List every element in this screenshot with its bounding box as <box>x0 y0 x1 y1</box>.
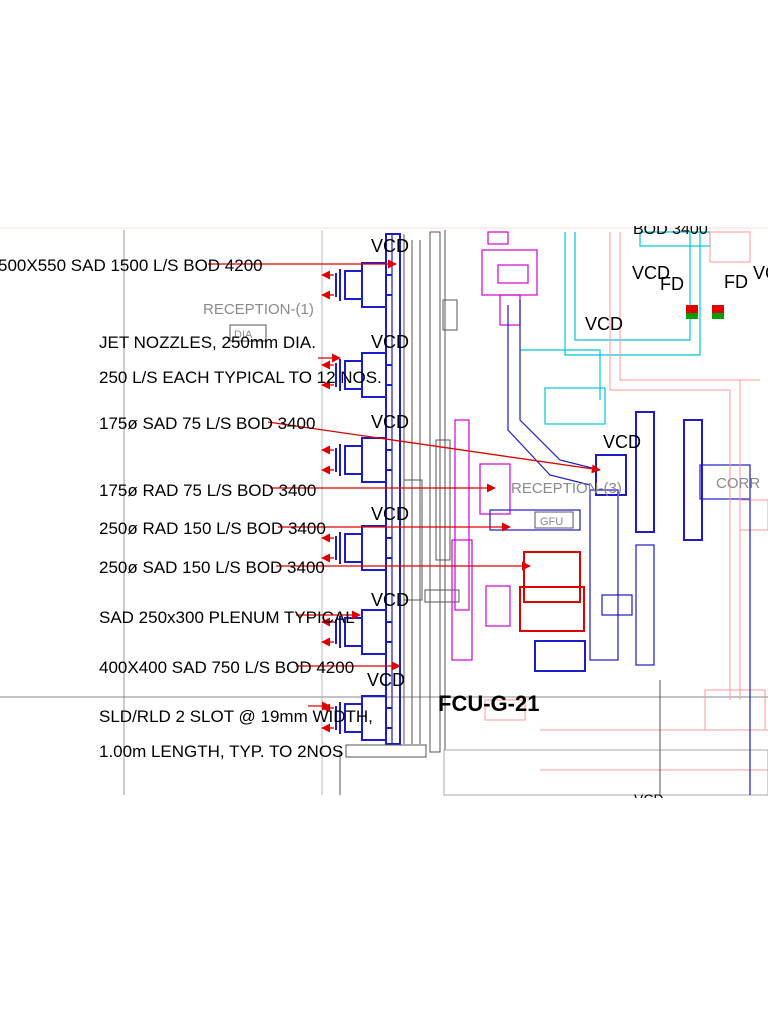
tag-box <box>229 324 267 342</box>
vcd-tag: VCD <box>367 670 405 690</box>
room-label-reception-3: RECEPTION-(3) <box>511 480 622 497</box>
fd-tag: FD <box>660 274 684 294</box>
jet-nozzle-part <box>361 262 387 308</box>
jet-nozzle-part <box>344 533 363 563</box>
supply-header-left <box>345 233 427 758</box>
tag-box <box>534 511 574 529</box>
vcd-tag: VCD <box>603 432 641 452</box>
jet-nozzle-part <box>344 360 363 390</box>
vcd-tag: VCD <box>632 263 670 283</box>
tag-box-label: GFU <box>540 516 563 528</box>
fire-dampers <box>686 305 724 319</box>
vc-edge-partial: VC <box>753 263 768 283</box>
note-jet-nozzles-line1: JET NOZZLES, 250mm DIA. <box>99 333 316 352</box>
unit-tag-fcu: FCU-G-21 <box>438 691 539 716</box>
jet-nozzle-part <box>344 703 363 733</box>
vcd-tag: VCD <box>371 332 409 352</box>
note-sad-250: 250ø SAD 150 L/S BOD 3400 <box>99 558 325 577</box>
vcd-tag: VCD <box>371 412 409 432</box>
note-slot-line1: SLD/RLD 2 SLOT @ 19mm WIDTH, <box>99 707 373 726</box>
jet-nozzle-part <box>361 525 387 571</box>
jet-nozzle-row <box>321 262 392 741</box>
note-plenum: SAD 250x300 PLENUM TYPICAL <box>99 608 355 627</box>
jet-nozzle-part <box>344 445 363 475</box>
note-rad-250: 250ø RAD 150 L/S BOD 3400 <box>99 519 326 538</box>
note-jet-nozzles-line2: 250 L/S EACH TYPICAL TO 12 NOS. <box>99 368 382 387</box>
room-label-reception-1: RECEPTION-(1) <box>203 301 314 318</box>
note-sad-400x400: 400X400 SAD 750 L/S BOD 4200 <box>99 658 354 677</box>
fd-tag: FD <box>724 272 748 292</box>
note-rad-175: 175ø RAD 75 L/S BOD 3400 <box>99 481 316 500</box>
jet-nozzle-part <box>361 437 387 483</box>
corridor-label-partial: CORR <box>716 475 760 492</box>
vcd-tag: VCD <box>371 504 409 524</box>
jet-nozzle-part <box>344 270 363 300</box>
return-duct <box>484 231 768 771</box>
vcd-tag: VCD <box>371 236 409 256</box>
vcd-tag: VCD <box>585 314 623 334</box>
duct-core <box>424 230 473 753</box>
tag-box-label: DIA <box>234 329 253 341</box>
bottom-margin <box>0 798 768 1024</box>
note-sad-175: 175ø SAD 75 L/S BOD 3400 <box>99 414 315 433</box>
walls <box>339 500 768 796</box>
note-sad-500x550: 500X550 SAD 1500 L/S BOD 4200 <box>0 256 263 275</box>
supply-duct-main <box>489 300 751 672</box>
jet-nozzle-part <box>361 609 387 655</box>
top-margin <box>0 0 768 226</box>
vcd-tag: VCD <box>371 590 409 610</box>
leader-arrows <box>208 259 601 711</box>
note-slot-line2: 1.00m LENGTH, TYP. TO 2NOS <box>99 742 343 761</box>
